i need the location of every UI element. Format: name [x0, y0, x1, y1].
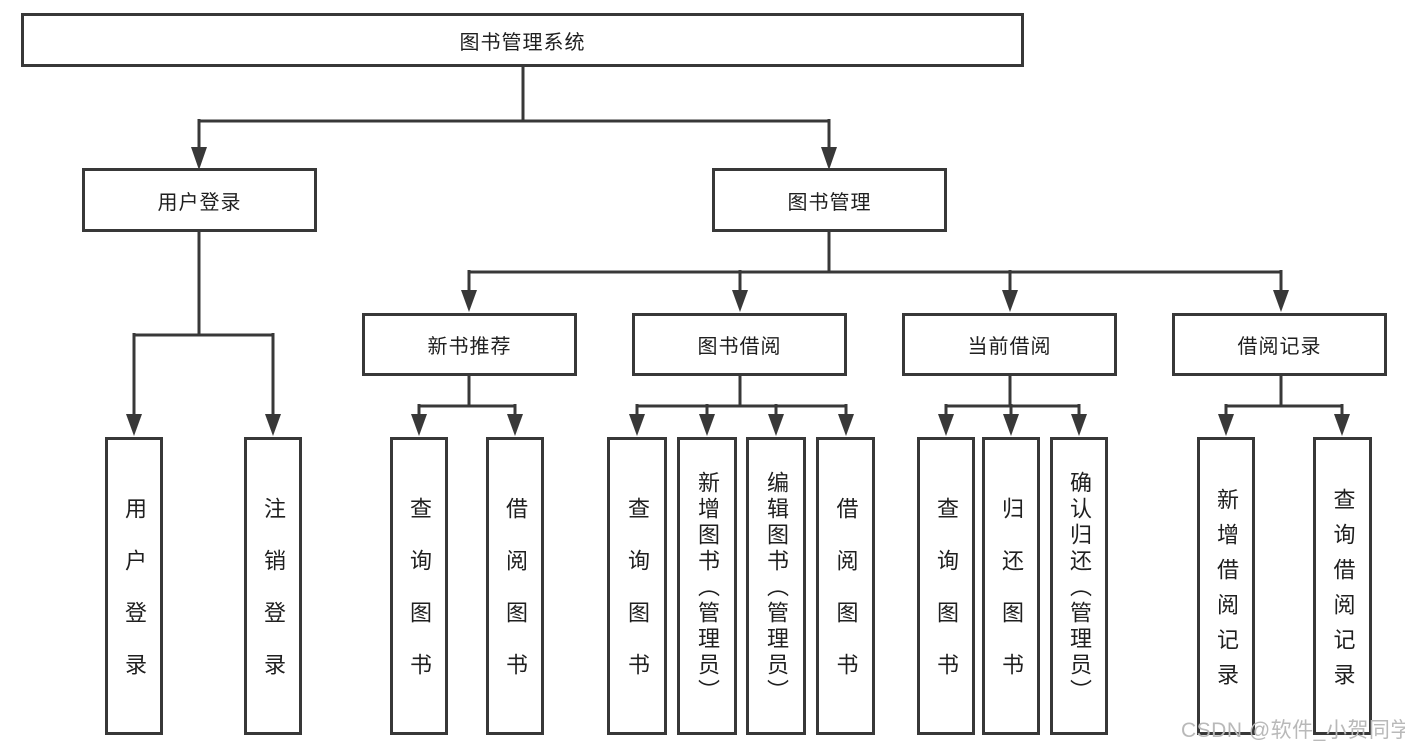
leaf-user-login: 用户登录 — [105, 437, 163, 735]
node-new-book-recommend-label: 新书推荐 — [427, 336, 512, 358]
leaf-newbook-borrow-books: 借阅图书 — [486, 437, 544, 735]
leaf-borrow-books-label: 借阅图书 — [833, 497, 859, 705]
leaf-confirm-return-admin: 确认归还（管理员） — [1050, 437, 1108, 735]
node-new-book-recommend: 新书推荐 — [362, 313, 577, 376]
node-book-borrow-label: 图书借阅 — [697, 336, 782, 358]
leaf-return-books-label: 归还图书 — [999, 497, 1024, 705]
node-borrow-records: 借阅记录 — [1172, 313, 1387, 376]
leaf-query-borrow-record: 查询借阅记录 — [1313, 437, 1372, 735]
leaf-newbook-borrow-books-label: 借阅图书 — [503, 497, 528, 705]
node-root-label: 图书管理系统 — [459, 31, 586, 54]
leaf-edit-book-admin: 编辑图书（管理员） — [746, 437, 806, 735]
leaf-return-books: 归还图书 — [982, 437, 1040, 735]
leaf-borrow-books: 借阅图书 — [816, 437, 875, 735]
leaf-add-borrow-record: 新增借阅记录 — [1197, 437, 1255, 735]
leaf-current-query-books-label: 查询图书 — [934, 497, 959, 705]
leaf-query-borrow-record-label: 查询借阅记录 — [1330, 487, 1356, 698]
node-current-borrow: 当前借阅 — [902, 313, 1117, 376]
node-root-system: 图书管理系统 — [21, 13, 1024, 67]
node-current-borrow-label: 当前借阅 — [967, 336, 1052, 358]
node-book-borrow: 图书借阅 — [632, 313, 847, 376]
arrowheads — [126, 147, 1350, 436]
leaf-logout: 注销登录 — [244, 437, 302, 735]
node-user-login-label: 用户登录 — [157, 191, 242, 214]
leaf-add-book-admin-label: 新增图书（管理员） — [695, 471, 720, 705]
leaf-logout-label: 注销登录 — [261, 497, 286, 705]
node-book-management-label: 图书管理 — [787, 191, 872, 214]
node-borrow-records-label: 借阅记录 — [1237, 336, 1322, 358]
leaf-add-book-admin: 新增图书（管理员） — [677, 437, 737, 735]
leaf-add-borrow-record-label: 新增借阅记录 — [1214, 487, 1239, 698]
node-book-management-module: 图书管理 — [712, 168, 947, 232]
leaf-user-login-label: 用户登录 — [122, 497, 147, 705]
leaf-current-query-books: 查询图书 — [917, 437, 975, 735]
csdn-watermark: CSDN @软件_小贺同学 — [1181, 719, 1405, 742]
leaf-borrow-query-books-label: 查询图书 — [625, 497, 650, 705]
leaf-confirm-return-admin-label: 确认归还（管理员） — [1067, 471, 1092, 705]
leaf-borrow-query-books: 查询图书 — [607, 437, 667, 735]
node-user-login-module: 用户登录 — [82, 168, 317, 232]
leaf-newbook-query-books-label: 查询图书 — [407, 497, 432, 705]
leaf-newbook-query-books: 查询图书 — [390, 437, 448, 735]
leaf-edit-book-admin-label: 编辑图书（管理员） — [764, 471, 789, 705]
